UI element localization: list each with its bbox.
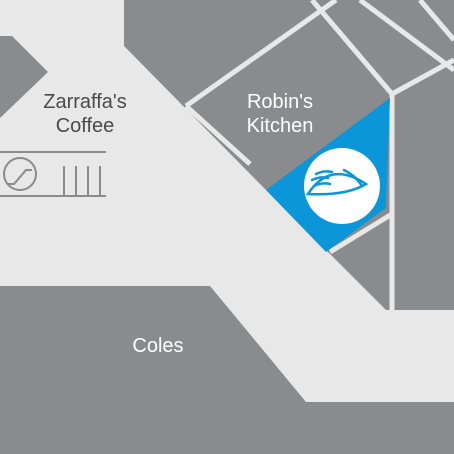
marker-circle <box>304 148 380 224</box>
store-name-line1: Zarraffa's <box>43 91 127 113</box>
store-dividers <box>184 0 454 314</box>
store-block-upper[interactable] <box>124 0 454 310</box>
store-marker[interactable] <box>304 148 380 224</box>
store-coles[interactable] <box>0 286 454 454</box>
store-name-line1: Robin's <box>246 91 314 113</box>
seashell-icon <box>305 168 369 196</box>
store-label-robins-kitchen: Robin's Kitchen <box>230 90 330 138</box>
escalator-icon <box>0 151 106 197</box>
store-top-left[interactable] <box>0 36 48 118</box>
store-label-coles: Coles <box>120 334 196 358</box>
store-label-zarraffas-coffee: Zarraffa's Coffee <box>30 90 140 138</box>
store-name-line2: Coffee <box>55 115 115 137</box>
store-name-line1: Coles <box>132 335 184 357</box>
store-name-line2: Kitchen <box>246 115 314 137</box>
